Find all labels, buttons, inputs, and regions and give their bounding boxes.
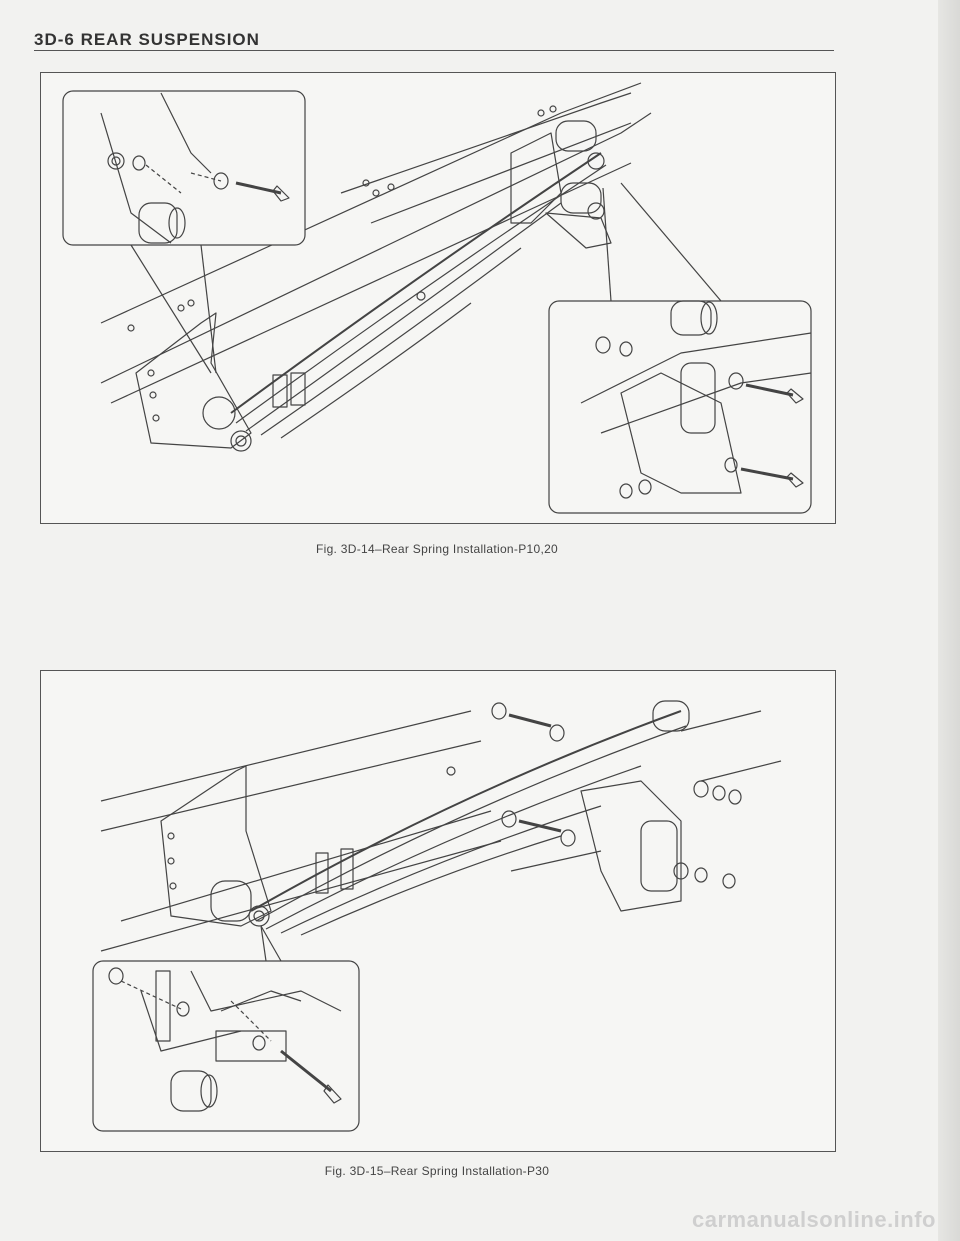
figure-rear-spring-p10-20 — [40, 72, 836, 524]
page-edge — [938, 0, 960, 1241]
figure-caption: Fig. 3D-14–Rear Spring Installation-P10,… — [315, 542, 559, 556]
watermark: carmanualsonline.info — [692, 1207, 936, 1232]
page-header: 3D-6 REAR SUSPENSION — [34, 30, 260, 49]
spring-installation-drawing-2 — [92, 700, 782, 1132]
figure-rear-spring-p30 — [40, 670, 836, 1152]
header-rule — [34, 50, 834, 51]
spring-installation-drawing-1 — [62, 82, 812, 514]
figure-caption: Fig. 3D-15–Rear Spring Installation-P30 — [324, 1164, 550, 1178]
